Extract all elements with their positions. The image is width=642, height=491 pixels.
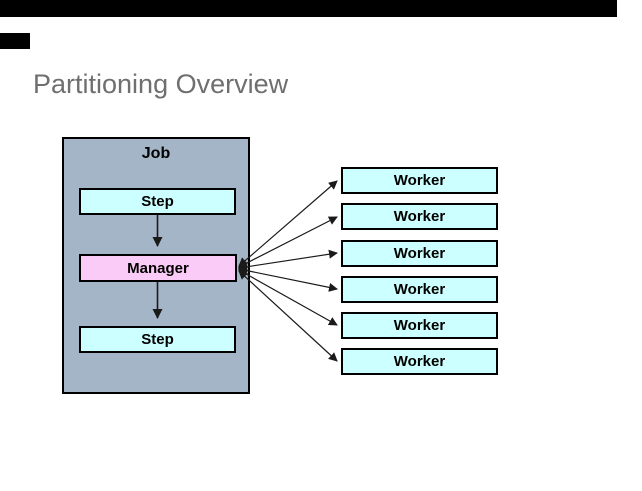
worker-box-3: Worker [341, 240, 498, 267]
page-title: Partitioning Overview [33, 69, 289, 99]
screen-edge-artifact-left [0, 33, 30, 49]
manager-worker-arrows [238, 180, 338, 362]
worker-box-6: Worker [341, 348, 498, 375]
worker-box-4: Worker [341, 276, 498, 303]
worker-box-2: Worker [341, 203, 498, 230]
job-label: Job [141, 145, 171, 162]
step-box-bottom: Step [79, 326, 236, 353]
worker-box-5: Worker [341, 312, 498, 339]
manager-box: Manager [79, 254, 237, 282]
screen-edge-artifact-top [0, 0, 617, 17]
worker-box-1: Worker [341, 167, 498, 194]
step-box-top: Step [79, 188, 236, 215]
